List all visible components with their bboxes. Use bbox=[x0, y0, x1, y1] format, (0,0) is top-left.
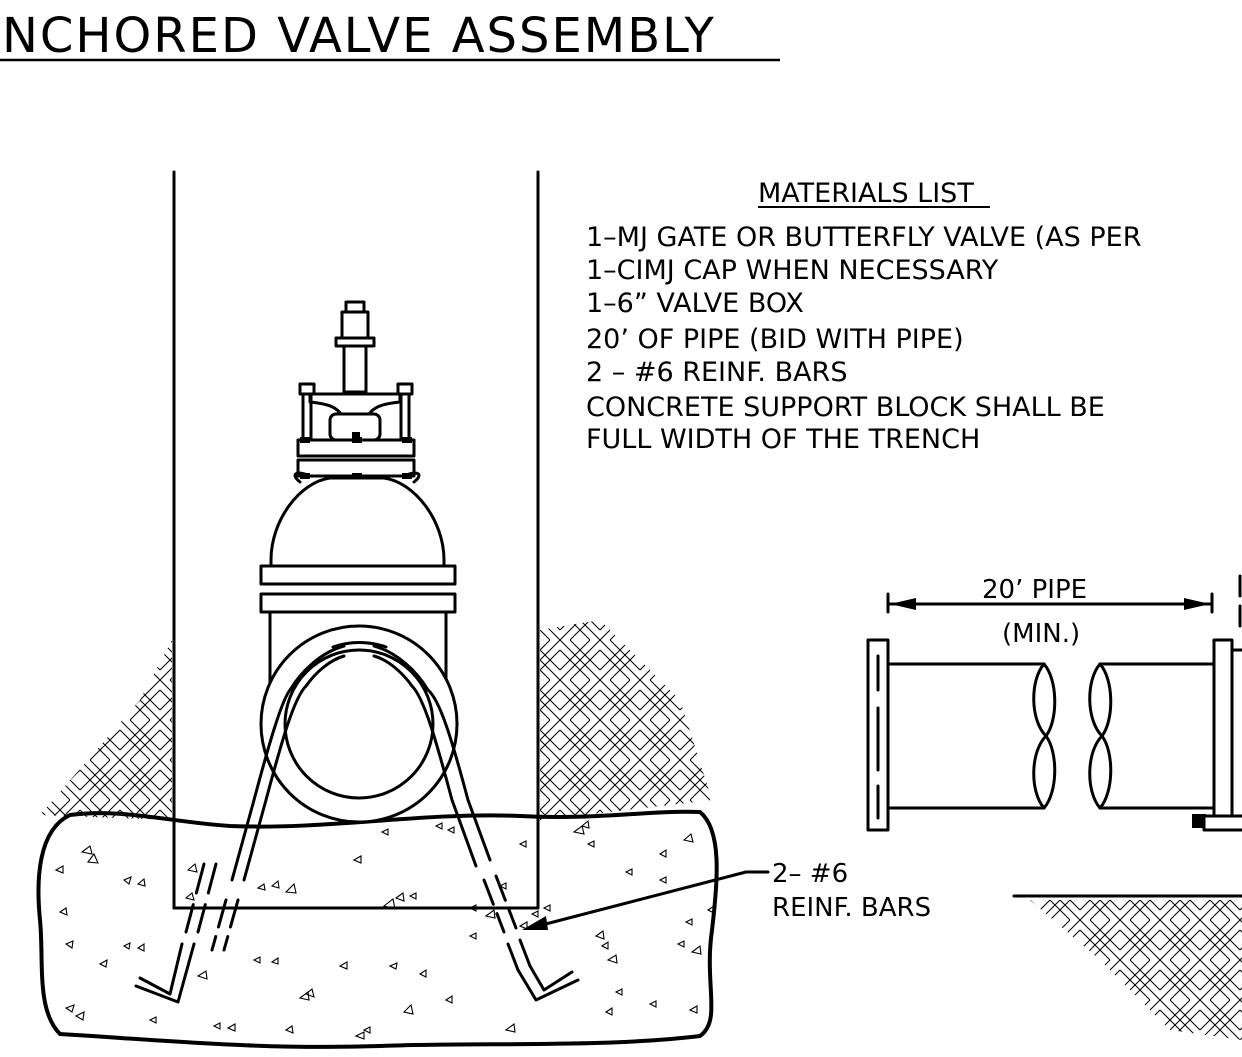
flange-bolt bbox=[1202, 814, 1242, 832]
title-text: NCHORED VALVE ASSEMBLY bbox=[2, 8, 716, 64]
materials-item: FULL WIDTH OF THE TRENCH bbox=[586, 424, 980, 455]
gland-nut bbox=[352, 432, 360, 440]
bolt-head-right bbox=[396, 382, 414, 396]
materials-list: MATERIALS LIST 1–MJ GATE OR BUTTERFLY VA… bbox=[586, 178, 1141, 455]
operating-nut-body bbox=[340, 310, 370, 342]
materials-item: 1–CIMJ CAP WHEN NECESSARY bbox=[586, 255, 999, 286]
callout-line2: REINF. BARS bbox=[772, 893, 931, 923]
rebar-callout: 2– #6 REINF. BARS bbox=[522, 859, 931, 930]
materials-item: 20’ OF PIPE (BID WITH PIPE) bbox=[586, 324, 964, 355]
dimension-arrow-right bbox=[1184, 598, 1210, 610]
materials-item: 1–6” VALVE BOX bbox=[586, 288, 804, 319]
materials-item: CONCRETE SUPPORT BLOCK SHALL BE bbox=[586, 392, 1105, 423]
earth-hatch-left bbox=[40, 640, 172, 820]
materials-item: 1–MJ GATE OR BUTTERFLY VALVE (AS PER bbox=[586, 222, 1141, 253]
pipe-flange-right bbox=[1212, 638, 1234, 832]
callout-arrowhead bbox=[522, 916, 548, 930]
earth-hatch-middle bbox=[540, 620, 712, 820]
body-band-bottom bbox=[259, 592, 457, 614]
pipe-bore bbox=[283, 648, 435, 800]
valve-end bbox=[1230, 648, 1242, 832]
callout-line1: 2– #6 bbox=[772, 859, 848, 889]
body-band-top bbox=[259, 564, 457, 586]
gate-valve bbox=[259, 300, 459, 824]
pipe-side-view: 20’ PIPE (MIN.) bbox=[866, 574, 1242, 898]
concrete-aggregate bbox=[54, 819, 715, 1040]
bolt-head-left bbox=[298, 382, 316, 396]
drawing-title: NCHORED VALVE ASSEMBLY bbox=[0, 8, 780, 64]
pipe-wall-arc bbox=[331, 640, 388, 649]
valve-stem bbox=[342, 344, 368, 394]
concrete-support-block bbox=[36, 809, 719, 1049]
earth-hatch-right bbox=[1030, 900, 1242, 1040]
valve-bonnet bbox=[269, 476, 446, 568]
reinforcing-bars bbox=[134, 644, 580, 1004]
dimension-label: 20’ PIPE bbox=[982, 575, 1087, 605]
materials-item: 2 – #6 REINF. BARS bbox=[586, 357, 847, 388]
dimension-arrow-left bbox=[890, 598, 916, 610]
materials-list-heading: MATERIALS LIST bbox=[758, 178, 974, 209]
dimension-label-min: (MIN.) bbox=[1002, 619, 1080, 649]
pipe-flange-outer bbox=[259, 624, 459, 824]
